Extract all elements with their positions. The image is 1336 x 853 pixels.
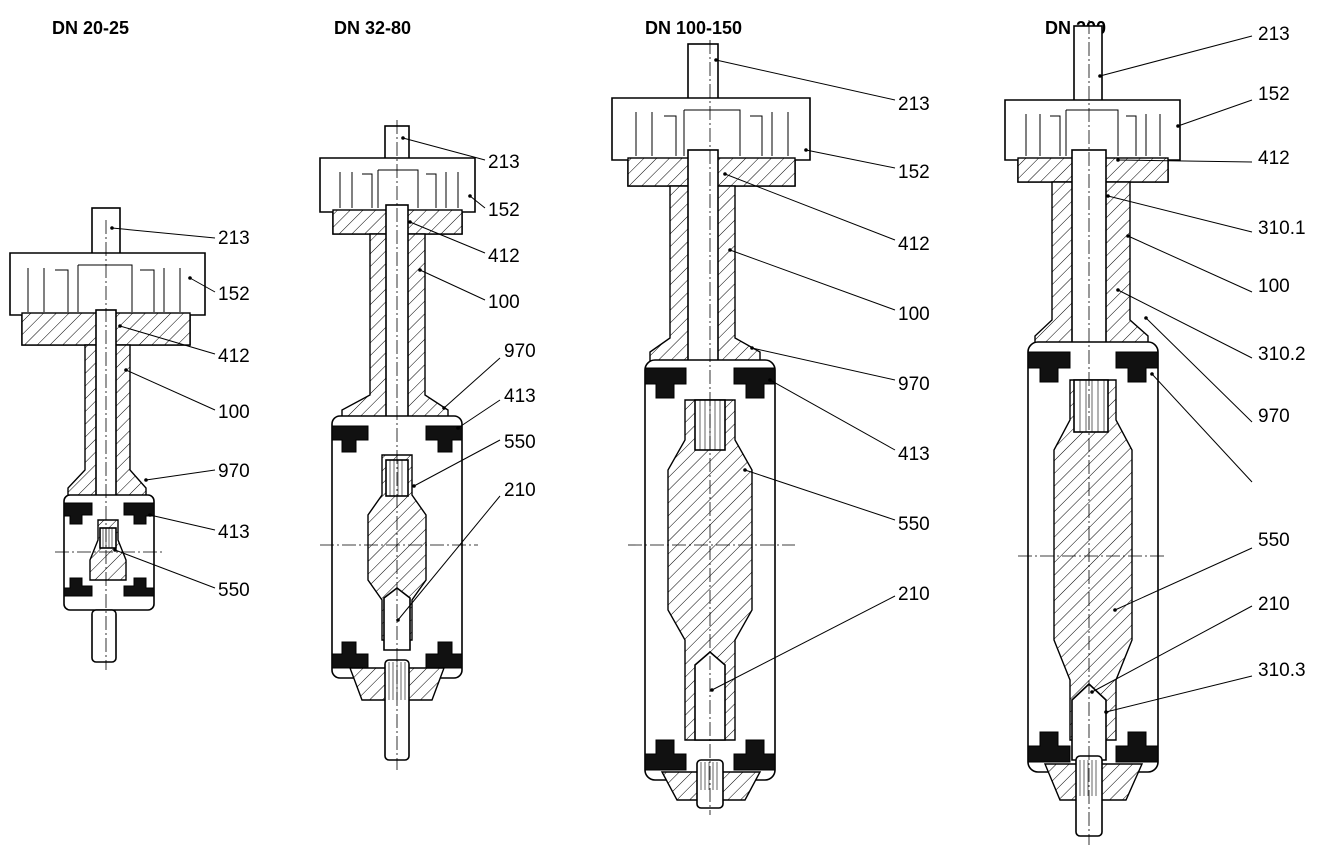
label-413: 413: [218, 522, 250, 543]
label-152: 152: [218, 284, 250, 305]
label-100: 100: [218, 402, 250, 423]
valve-dn32-80: DN 32-80 213 152 412: [319, 18, 536, 770]
label-152: 152: [898, 162, 930, 183]
label-412: 412: [218, 346, 250, 367]
label-152: 152: [488, 200, 520, 221]
label-100: 100: [1258, 276, 1290, 297]
label-210: 210: [1258, 594, 1290, 615]
label-550: 550: [898, 514, 930, 535]
label-550: 550: [504, 432, 536, 453]
label-213: 213: [1258, 24, 1290, 45]
valve-dn20-25: DN 20-25 213: [9, 18, 250, 670]
stem-213: [1073, 25, 1103, 107]
label-100: 100: [488, 292, 520, 313]
label-213: 213: [898, 94, 930, 115]
label-970: 970: [1258, 406, 1290, 427]
label-310-2: 310.2: [1258, 344, 1306, 365]
label-310-1: 310.1: [1258, 218, 1306, 239]
label-970: 970: [898, 374, 930, 395]
label-412: 412: [1258, 148, 1290, 169]
shaft-210: [1071, 682, 1107, 761]
label-412: 412: [898, 234, 930, 255]
valve-dn200: DN 200: [1004, 18, 1306, 845]
label-412: 412: [488, 246, 520, 267]
stem-bottom: [91, 609, 117, 663]
label-210: 210: [504, 480, 536, 501]
label-413: 413: [504, 386, 536, 407]
section-title-dn20-25: DN 20-25: [52, 18, 129, 38]
label-310-3: 310.3: [1258, 660, 1306, 681]
label-213: 213: [218, 228, 250, 249]
label-550: 550: [218, 580, 250, 601]
label-413: 413: [898, 444, 930, 465]
label-100: 100: [898, 304, 930, 325]
disc-550: [89, 519, 127, 581]
label-970: 970: [504, 341, 536, 362]
valve-dn100-150: DN 100-150 213 152 4: [611, 18, 930, 815]
label-152: 152: [1258, 84, 1290, 105]
section-title-dn32-80: DN 32-80: [334, 18, 411, 38]
label-970: 970: [218, 461, 250, 482]
label-213: 213: [488, 152, 520, 173]
section-title-dn100-150: DN 100-150: [645, 18, 742, 38]
label-550: 550: [1258, 530, 1290, 551]
shaft-210: [383, 586, 411, 651]
label-210: 210: [898, 584, 930, 605]
disc-550: [1053, 379, 1133, 741]
